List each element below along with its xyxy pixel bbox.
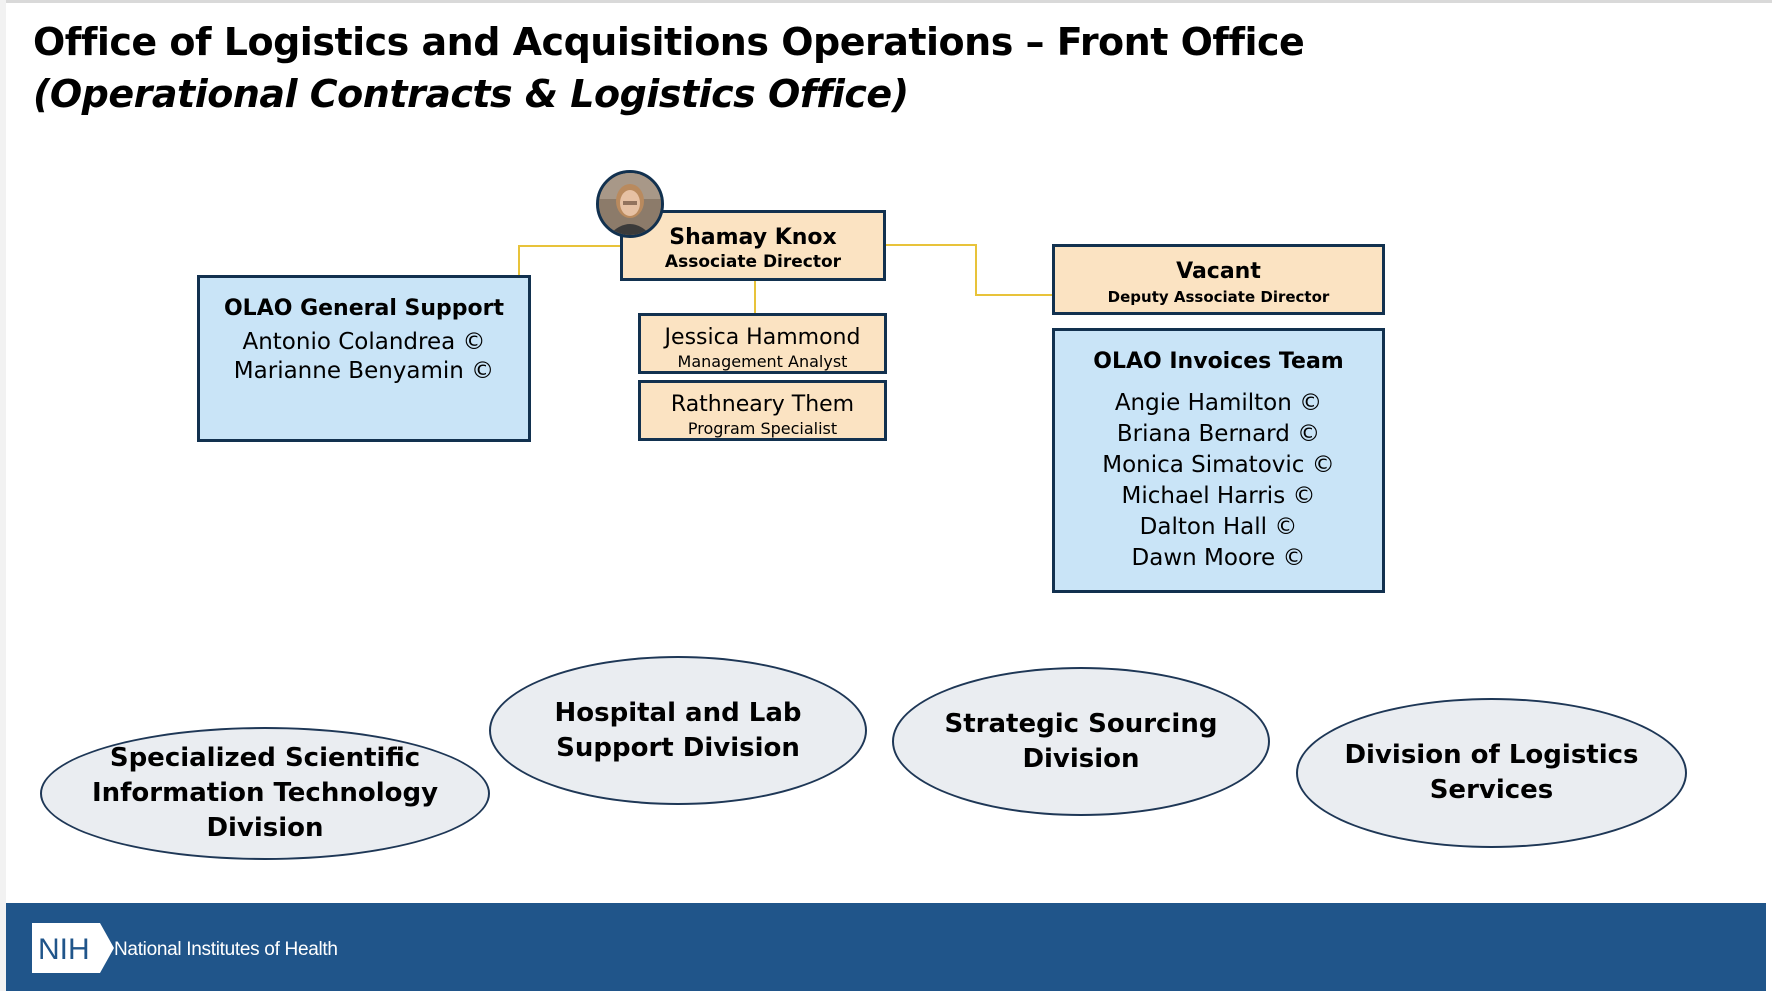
director-avatar (596, 170, 664, 238)
division-label: Specialized Scientific (109, 743, 421, 773)
nih-logo-icon: NIH (32, 923, 114, 973)
division-ellipse-hls: Hospital and Lab Support Division (489, 656, 867, 805)
nih-logo-text: NIH (38, 933, 90, 966)
director-box: Shamay Knox Associate Director (620, 210, 886, 281)
general-support-title: OLAO General Support (223, 296, 505, 321)
deputy-box: Vacant Deputy Associate Director (1052, 244, 1385, 315)
division-label: Strategic Sourcing (944, 708, 1218, 739)
invoices-team-member: Briana Bernard © (1116, 421, 1321, 447)
division-ellipse-dls: Division of Logistics Services (1296, 698, 1687, 848)
staff-role: Program Specialist (687, 419, 838, 438)
left-border (0, 0, 6, 991)
slide-title: Office of Logistics and Acquisitions Ope… (33, 20, 1305, 64)
invoices-team-title: OLAO Invoices Team (1093, 349, 1344, 374)
division-label: Division (206, 813, 324, 843)
connector-director-to-deputy-v (975, 244, 977, 295)
top-border (0, 0, 1772, 3)
footer-bar: NIH National Institutes of Health (6, 903, 1766, 991)
division-label: Division of Logistics (1344, 740, 1639, 770)
invoices-team-member: Dawn Moore © (1131, 545, 1306, 571)
general-support-member: Antonio Colandrea © (242, 329, 486, 355)
deputy-role: Deputy Associate Director (1107, 288, 1330, 306)
director-name: Shamay Knox (669, 225, 837, 250)
deputy-name: Vacant (1176, 259, 1261, 284)
division-label: Division (1022, 743, 1140, 774)
footer-org-name: National Institutes of Health (114, 939, 338, 960)
slide-subtitle: (Operational Contracts & Logistics Offic… (33, 72, 909, 116)
connector-director-to-staff (754, 280, 756, 315)
invoices-team-member: Monica Simatovic © (1102, 452, 1335, 478)
invoices-team-member: Michael Harris © (1121, 483, 1316, 509)
connector-director-to-deputy-h2 (975, 294, 1053, 296)
connector-director-to-support-h (518, 245, 622, 247)
staff-box: Jessica Hammond Management Analyst (638, 313, 887, 374)
division-ellipse-ssd: Strategic Sourcing Division (892, 667, 1270, 816)
invoices-team-member: Angie Hamilton © (1114, 390, 1323, 416)
division-label: Services (1429, 775, 1554, 805)
staff-name: Jessica Hammond (664, 325, 861, 350)
invoices-team-member: Dalton Hall © (1139, 514, 1298, 540)
invoices-team-box: OLAO Invoices Team Angie Hamilton © Bria… (1052, 328, 1385, 593)
connector-director-to-support-v (518, 245, 520, 276)
general-support-box: OLAO General Support Antonio Colandrea ©… (197, 275, 531, 442)
division-ellipse-sit: Specialized Scientific Information Techn… (40, 727, 490, 860)
division-label: Hospital and Lab (554, 697, 802, 728)
connector-director-to-deputy-h1 (886, 244, 976, 246)
division-label: Information Technology (91, 778, 439, 808)
division-label: Support Division (556, 732, 800, 763)
general-support-member: Marianne Benyamin © (233, 358, 495, 384)
director-photo-icon (599, 173, 661, 235)
staff-name: Rathneary Them (670, 392, 855, 417)
director-role: Associate Director (664, 252, 842, 272)
staff-box: Rathneary Them Program Specialist (638, 380, 887, 441)
staff-role: Management Analyst (677, 352, 848, 371)
